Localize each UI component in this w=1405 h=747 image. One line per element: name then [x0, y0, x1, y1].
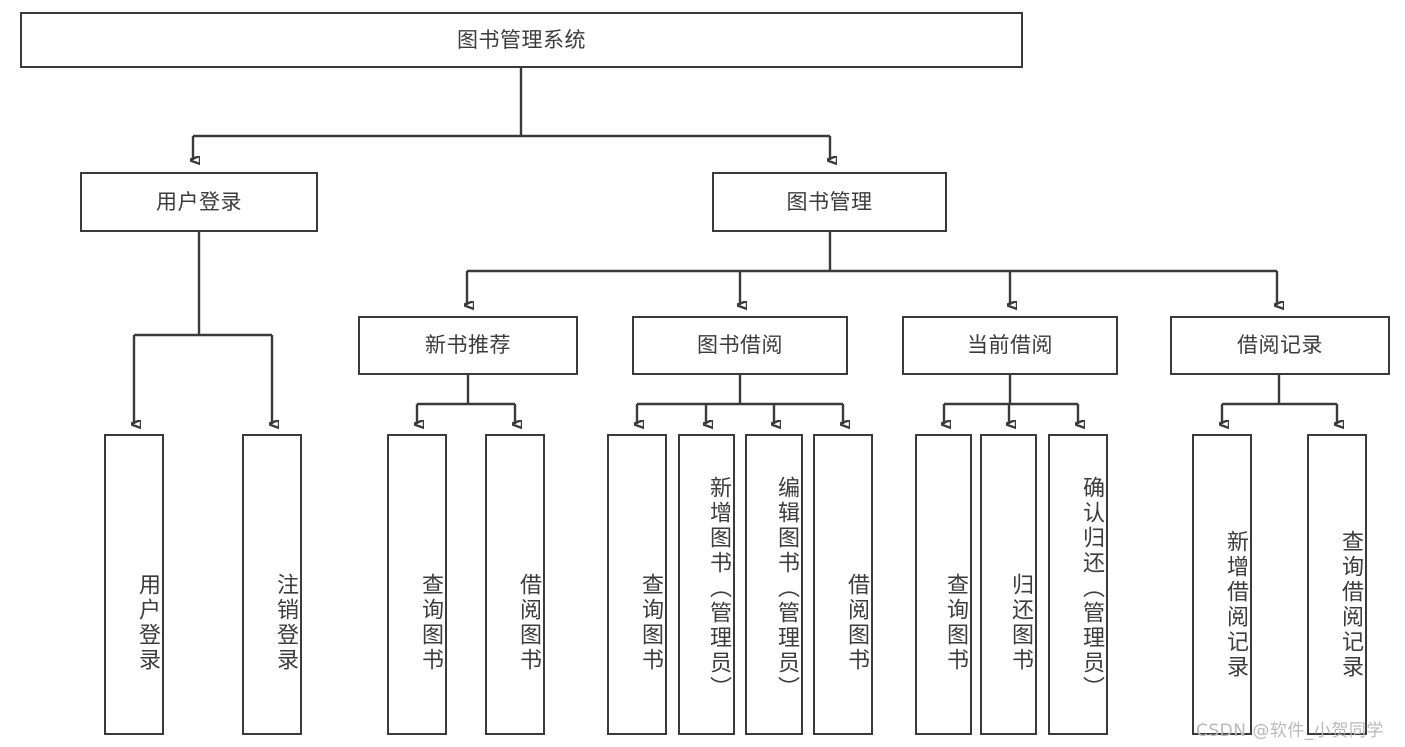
- node-root-book-management-system[interactable]: 图书管理系统: [20, 12, 1023, 68]
- node-label: 新书推荐: [425, 333, 511, 358]
- node-leaf-user-logout[interactable]: 注销登录: [242, 434, 302, 735]
- node-book-management[interactable]: 图书管理: [712, 172, 947, 232]
- node-borrow-record[interactable]: 借阅记录: [1170, 316, 1390, 375]
- node-label: 查询图书: [638, 572, 663, 673]
- node-label: 归还图书: [1008, 572, 1033, 673]
- node-current-borrow[interactable]: 当前借阅: [902, 316, 1118, 375]
- node-leaf-borrow-book[interactable]: 借阅图书: [813, 434, 873, 735]
- node-leaf-edit-book-admin[interactable]: 编辑图书（管理员）: [745, 434, 803, 735]
- node-leaf-add-borrow-record[interactable]: 新增借阅记录: [1192, 434, 1252, 735]
- node-label: 查询图书: [418, 572, 443, 673]
- node-label: 用户登录: [156, 189, 242, 214]
- node-label: 借阅图书: [844, 572, 869, 673]
- node-label: 当前借阅: [967, 333, 1053, 358]
- node-label: 新增借阅记录: [1223, 529, 1248, 680]
- node-label: 新增图书（管理员）: [706, 476, 731, 701]
- node-leaf-return-book[interactable]: 归还图书: [980, 434, 1037, 735]
- node-leaf-query-book-borrow[interactable]: 查询图书: [607, 434, 667, 735]
- node-leaf-user-login[interactable]: 用户登录: [104, 434, 164, 735]
- node-label: 借阅记录: [1237, 333, 1323, 358]
- node-label: 借阅图书: [516, 572, 541, 673]
- node-leaf-add-book-admin[interactable]: 新增图书（管理员）: [678, 434, 735, 735]
- watermark-text: CSDN @软件_小贺同学: [1196, 721, 1384, 741]
- node-book-borrow[interactable]: 图书借阅: [632, 316, 848, 375]
- node-leaf-confirm-return-admin[interactable]: 确认归还（管理员）: [1048, 434, 1108, 735]
- node-label: 用户登录: [135, 572, 160, 673]
- node-leaf-borrow-book-recommend[interactable]: 借阅图书: [485, 434, 545, 735]
- node-label: 查询图书: [943, 572, 968, 673]
- node-leaf-query-book-current[interactable]: 查询图书: [915, 434, 972, 735]
- node-label: 注销登录: [273, 572, 298, 673]
- node-label: 图书管理系统: [457, 27, 586, 52]
- node-label: 图书管理: [786, 189, 873, 214]
- node-leaf-query-book-recommend[interactable]: 查询图书: [387, 434, 447, 735]
- node-leaf-query-borrow-record[interactable]: 查询借阅记录: [1307, 434, 1367, 735]
- node-new-book-recommend[interactable]: 新书推荐: [358, 316, 578, 375]
- node-user-login[interactable]: 用户登录: [80, 172, 318, 232]
- node-label: 编辑图书（管理员）: [774, 476, 799, 701]
- node-label: 确认归还（管理员）: [1079, 476, 1104, 701]
- node-label: 查询借阅记录: [1338, 529, 1363, 680]
- node-label: 图书借阅: [697, 333, 783, 358]
